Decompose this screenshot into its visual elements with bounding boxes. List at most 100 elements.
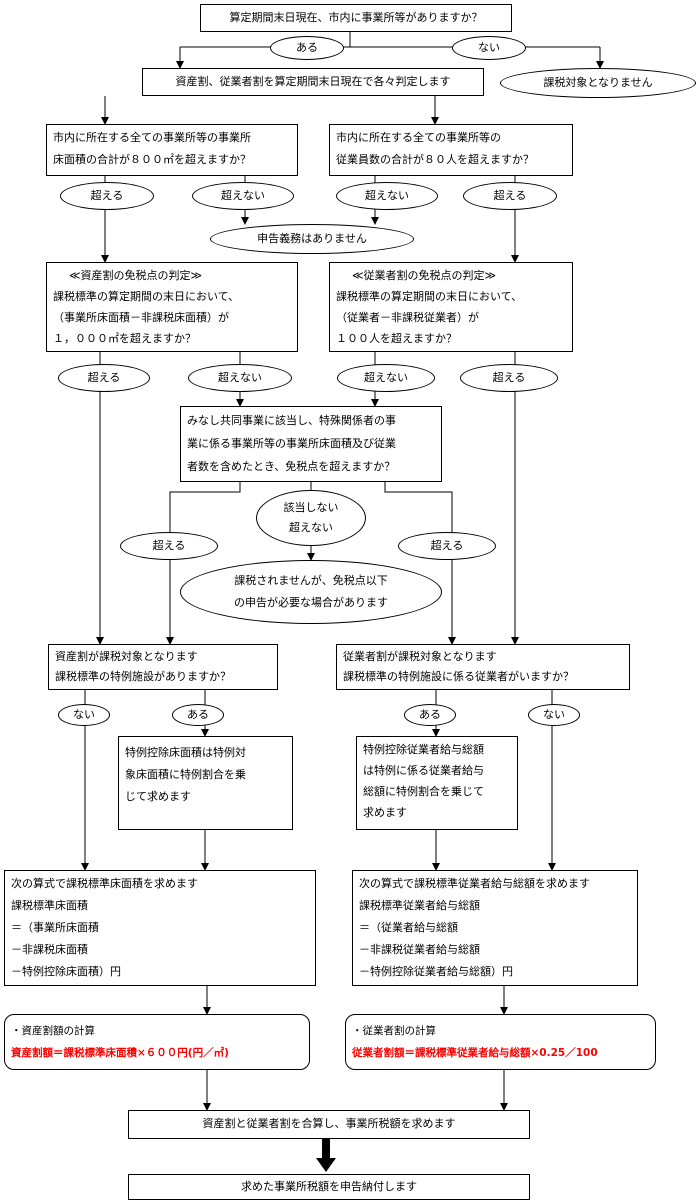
question-office-exists-text: 算定期間末日現在、市内に事業所等がありますか？ <box>229 11 483 24</box>
judge-both-box: 資産割、従業者割を算定期間末日現在で各々判定します <box>142 68 484 96</box>
yes-oval-1-text: ある <box>187 708 209 721</box>
special-pay-line-3: 総額に特例割合を乗じて <box>363 785 484 798</box>
exceed-oval-6-text: 超える <box>430 539 464 552</box>
yes-oval-2: ある <box>404 704 456 726</box>
standard-pay-line-3: ＝（従業者給与総額 <box>359 921 458 934</box>
standard-area-line-4: －非課税床面積 <box>11 943 88 956</box>
exceed-oval-6: 超える <box>398 532 496 560</box>
combine-box: 資産割と従業者割を合算し、事業所税額を求めます <box>128 1110 530 1139</box>
yes-oval-top-text: ある <box>296 41 318 54</box>
joint-business-line-1: みなし共同事業に該当し、特殊関係者の事 <box>187 414 396 427</box>
special-area-line-3: じて求めます <box>125 790 191 803</box>
asset-exempt-line-2: 課税標準の算定期間の末日において、 <box>53 290 240 303</box>
employee-calc-box: ・従業者割の計算 従業者割額＝課税標準従業者給与総額×0.25／100 <box>345 1014 656 1070</box>
yes-oval-top: ある <box>270 36 344 60</box>
final-text: 求めた事業所税額を申告納付します <box>241 1180 417 1193</box>
employee-taxable-box: 従業者割が課税対象となります 課税標準の特例施設に係る従業者がいますか？ <box>336 644 630 690</box>
employee-taxable-line-2: 課税標準の特例施設に係る従業者がいますか？ <box>343 670 574 683</box>
exceed-oval-4-text: 超える <box>492 371 526 384</box>
no-oval-1-text: ない <box>73 708 95 721</box>
employee-calc-formula: 従業者割額＝課税標準従業者給与総額×0.25／100 <box>352 1047 598 1059</box>
employee-question-line-2: 従業員数の合計が８０人を超えますか？ <box>336 153 534 166</box>
not-exceed-oval-3: 超えない <box>188 364 292 392</box>
judge-both-text: 資産割、従業者割を算定期間末日現在で各々判定します <box>175 75 451 88</box>
not-exceed-oval-2-text: 超えない <box>365 189 409 202</box>
exceed-oval-1: 超える <box>60 182 154 210</box>
special-area-line-2: 象床面積に特例割合を乗 <box>125 768 246 781</box>
not-taxed-line-2: の申告が必要な場合があります <box>234 596 388 609</box>
special-pay-box: 特例控除従業者給与総額 は特例に係る従業者給与 総額に特例割合を乗じて 求めます <box>356 736 518 830</box>
not-taxable-oval: 課税対象となりません <box>500 68 696 98</box>
standard-area-line-2: 課税標準床面積 <box>11 899 88 912</box>
asset-calc-formula: 資産割額＝課税標準床面積×６００円(円／㎡) <box>11 1047 229 1059</box>
exceed-oval-3: 超える <box>58 364 150 392</box>
special-area-line-1: 特例控除床面積は特例対 <box>125 746 246 759</box>
employee-question-box: 市内に所在する全ての事業所等の 従業員数の合計が８０人を超えますか？ <box>329 124 573 176</box>
not-applicable-line-2: 超えない <box>289 521 333 534</box>
standard-pay-box: 次の算式で課税標準従業者給与総額を求めます 課税標準従業者給与総額 ＝（従業者給… <box>352 870 638 986</box>
employee-calc-title: ・従業者割の計算 <box>352 1025 436 1037</box>
no-filing-oval: 申告義務はありません <box>210 224 414 254</box>
standard-pay-line-5: －特例控除従業者給与総額）円 <box>359 965 513 978</box>
no-oval-top: ない <box>452 36 526 60</box>
asset-exempt-title: ≪資産割の免税点の判定≫ <box>69 269 203 282</box>
standard-pay-line-1: 次の算式で課税標準従業者給与総額を求めます <box>359 877 590 890</box>
employee-exempt-line-4: １００人を超えますか？ <box>336 332 457 345</box>
exceed-oval-5-text: 超える <box>152 539 186 552</box>
not-taxed-oval: 課税されませんが、免税点以下 の申告が必要な場合があります <box>180 560 442 624</box>
question-office-exists: 算定期間末日現在、市内に事業所等がありますか？ <box>200 4 512 32</box>
not-applicable-line-1: 該当しない <box>283 501 339 514</box>
joint-business-line-2: 業に係る事業所等の事業所床面積及び従業 <box>187 437 396 450</box>
special-pay-line-2: は特例に係る従業者給与 <box>363 764 484 777</box>
standard-area-box: 次の算式で課税標準床面積を求めます 課税標準床面積 ＝（事業所床面積 －非課税床… <box>4 870 316 986</box>
employee-exempt-title: ≪従業者割の免税点の判定≫ <box>352 269 497 282</box>
final-box: 求めた事業所税額を申告納付します <box>128 1174 530 1200</box>
exceed-oval-4: 超える <box>460 364 558 392</box>
no-oval-2: ない <box>528 704 580 726</box>
no-oval-2-text: ない <box>543 708 565 721</box>
joint-business-line-3: 者数を含めたとき、免税点を超えますか？ <box>187 460 396 473</box>
employee-exempt-box: ≪従業者割の免税点の判定≫ 課税標準の算定期間の末日において、 （従業者－非課税… <box>329 262 573 352</box>
not-exceed-oval-4-text: 超えない <box>364 371 408 384</box>
yes-oval-1: ある <box>172 704 224 726</box>
not-exceed-oval-3-text: 超えない <box>218 371 262 384</box>
employee-exempt-line-2: 課税標準の算定期間の末日において、 <box>336 290 523 303</box>
asset-exempt-box: ≪資産割の免税点の判定≫ 課税標準の算定期間の末日において、 （事業所床面積－非… <box>46 262 298 352</box>
asset-taxable-line-2: 課税標準の特例施設がありますか？ <box>55 670 231 683</box>
standard-area-line-5: －特例控除床面積）円 <box>11 965 121 978</box>
no-filing-text: 申告義務はありません <box>257 232 367 245</box>
standard-pay-line-2: 課税標準従業者給与総額 <box>359 899 480 912</box>
not-exceed-oval-1: 超えない <box>192 182 294 210</box>
not-taxed-line-1: 課税されませんが、免税点以下 <box>234 574 388 587</box>
joint-business-box: みなし共同事業に該当し、特殊関係者の事 業に係る事業所等の事業所床面積及び従業 … <box>180 406 442 482</box>
employee-question-line-1: 市内に所在する全ての事業所等の <box>336 131 501 144</box>
special-area-box: 特例控除床面積は特例対 象床面積に特例割合を乗 じて求めます <box>118 736 293 830</box>
area-question-box: 市内に所在する全ての事業所等の事業所 床面積の合計が８００㎡を超えますか？ <box>46 124 298 176</box>
area-question-line-1: 市内に所在する全ての事業所等の事業所 <box>53 131 251 144</box>
special-pay-line-1: 特例控除従業者給与総額 <box>363 743 484 756</box>
not-exceed-oval-1-text: 超えない <box>221 189 265 202</box>
no-oval-1: ない <box>58 704 110 726</box>
asset-taxable-line-1: 資産割が課税対象となります <box>55 650 198 663</box>
yes-oval-2-text: ある <box>419 708 441 721</box>
asset-calc-title: ・資産割額の計算 <box>11 1025 95 1037</box>
not-exceed-oval-2: 超えない <box>336 182 438 210</box>
exceed-oval-3-text: 超える <box>87 371 121 384</box>
asset-taxable-box: 資産割が課税対象となります 課税標準の特例施設がありますか？ <box>48 644 278 690</box>
asset-calc-box: ・資産割額の計算 資産割額＝課税標準床面積×６００円(円／㎡) <box>4 1014 310 1070</box>
exceed-oval-5: 超える <box>120 532 218 560</box>
exceed-oval-2: 超える <box>463 182 557 210</box>
exceed-oval-1-text: 超える <box>90 189 124 202</box>
no-oval-top-text: ない <box>478 41 500 54</box>
exceed-oval-2-text: 超える <box>493 189 527 202</box>
combine-text: 資産割と従業者割を合算し、事業所税額を求めます <box>202 1117 456 1130</box>
area-question-line-2: 床面積の合計が８００㎡を超えますか？ <box>53 153 251 166</box>
not-taxable-text: 課税対象となりません <box>543 76 653 89</box>
standard-pay-line-4: －非課税従業者給与総額 <box>359 943 480 956</box>
employee-exempt-line-3: （従業者－非課税従業者）が <box>336 311 479 324</box>
special-pay-line-4: 求めます <box>363 806 407 819</box>
employee-taxable-line-1: 従業者割が課税対象となります <box>343 650 497 663</box>
asset-exempt-line-4: １，０００㎡を超えますか？ <box>53 332 196 345</box>
not-exceed-oval-4: 超えない <box>337 364 435 392</box>
not-applicable-oval: 該当しない 超えない <box>256 490 366 546</box>
